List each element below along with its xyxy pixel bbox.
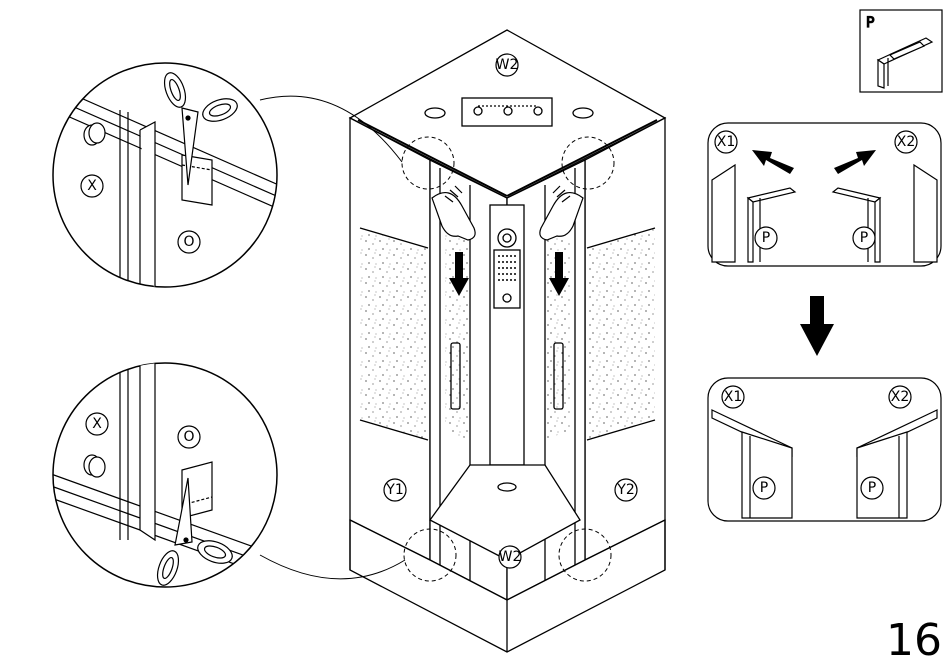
label-detail-top-o: O: [183, 234, 194, 250]
label-p-right-bottom: P: [868, 480, 876, 496]
label-w2-bottom: W2: [499, 549, 522, 565]
label-y1: Y1: [385, 482, 403, 498]
detail-zoom-top: X O: [40, 63, 290, 300]
part-box-label: P: [866, 15, 874, 31]
down-arrow-icon: [800, 296, 834, 356]
label-x1-bottom: X1: [724, 389, 743, 405]
label-x2-top: X2: [897, 134, 916, 150]
label-detail-bottom-x: X: [92, 416, 102, 432]
label-detail-top-x: X: [87, 178, 97, 194]
label-detail-bottom-o: O: [183, 429, 194, 445]
page-number: 16: [886, 619, 942, 663]
shower-cabin: [260, 30, 665, 652]
label-w2-top: W2: [496, 57, 519, 73]
label-y2: Y2: [616, 482, 634, 498]
part-box: P: [860, 10, 942, 92]
label-p-left-top: P: [762, 230, 770, 246]
label-x1-top: X1: [717, 134, 736, 150]
label-p-left-bottom: P: [760, 480, 768, 496]
label-x2-bottom: X2: [891, 389, 910, 405]
detail-zoom-bottom: X O: [40, 360, 290, 588]
roof-control-panel: [462, 98, 552, 126]
label-p-right-top: P: [860, 230, 868, 246]
